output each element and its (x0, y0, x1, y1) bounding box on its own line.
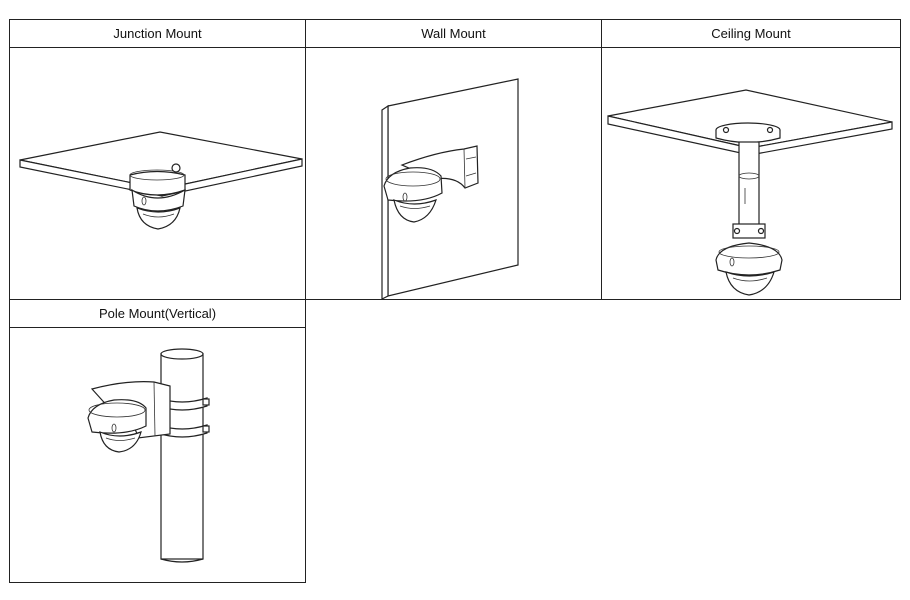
wall-mount-illustration (306, 48, 601, 299)
pole-mount-drawing (87, 348, 210, 563)
panel-ceiling-mount: Ceiling Mount (601, 19, 901, 300)
pole-mount-illustration (10, 328, 305, 582)
panel-wall-mount: Wall Mount (305, 19, 602, 300)
ceiling-mount-illustration (602, 48, 900, 299)
panel-title: Pole Mount(Vertical) (10, 300, 305, 328)
panel-title: Wall Mount (306, 20, 601, 48)
junction-mount-illustration (10, 48, 305, 299)
ceiling-mount-drawing (607, 89, 893, 296)
junction-mount-drawing (19, 131, 303, 230)
panel-junction-mount: Junction Mount (9, 19, 306, 300)
panel-title: Ceiling Mount (602, 20, 900, 48)
panel-pole-mount: Pole Mount(Vertical) (9, 299, 306, 583)
wall-mount-drawing (381, 78, 519, 299)
panel-title: Junction Mount (10, 20, 305, 48)
